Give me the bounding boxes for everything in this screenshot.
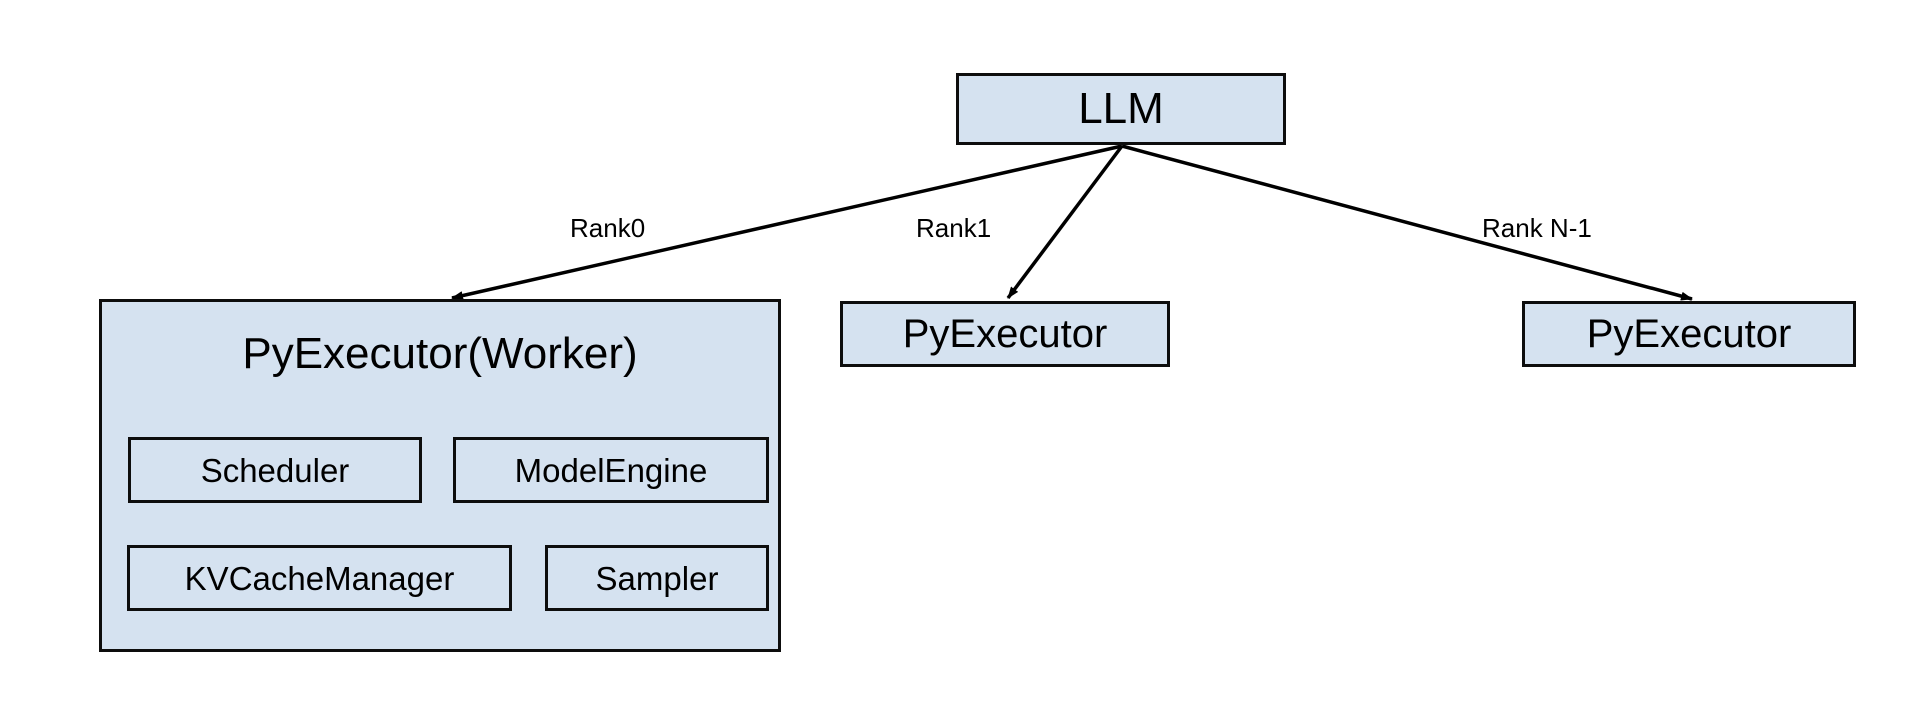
node-pyexecutor-rank1-label: PyExecutor [902,312,1108,356]
node-llm-label: LLM [1078,84,1164,133]
node-kv-cache-manager[interactable]: KVCacheManager [127,545,512,611]
node-sampler-label: Sampler [595,559,719,597]
node-pyexecutor-worker[interactable]: PyExecutor(Worker) Scheduler ModelEngine… [99,299,781,652]
node-pyexecutor-rank-n-1-label: PyExecutor [1586,312,1792,356]
node-scheduler[interactable]: Scheduler [128,437,422,503]
node-sampler[interactable]: Sampler [545,545,769,611]
node-scheduler-label: Scheduler [200,451,350,489]
edge-llm-to-pyexecutor-rank1 [1006,144,1124,300]
edge-llm-to-pyexecutor-rank-n-1 [1121,144,1693,301]
edge-llm-to-worker-rank0 [451,144,1123,300]
node-pyexecutor-rank-n-1[interactable]: PyExecutor [1522,301,1856,367]
node-kv-cache-manager-label: KVCacheManager [184,559,455,597]
edge-label-rank0: Rank0 [570,213,646,243]
edge-label-rank1: Rank1 [916,213,992,243]
node-llm[interactable]: LLM [956,73,1286,145]
node-pyexecutor-worker-label: PyExecutor(Worker) [242,329,638,378]
node-model-engine[interactable]: ModelEngine [453,437,769,503]
node-pyexecutor-rank1[interactable]: PyExecutor [840,301,1170,367]
edge-label-rank-n-1: Rank N-1 [1482,213,1592,243]
node-model-engine-label: ModelEngine [514,451,708,489]
